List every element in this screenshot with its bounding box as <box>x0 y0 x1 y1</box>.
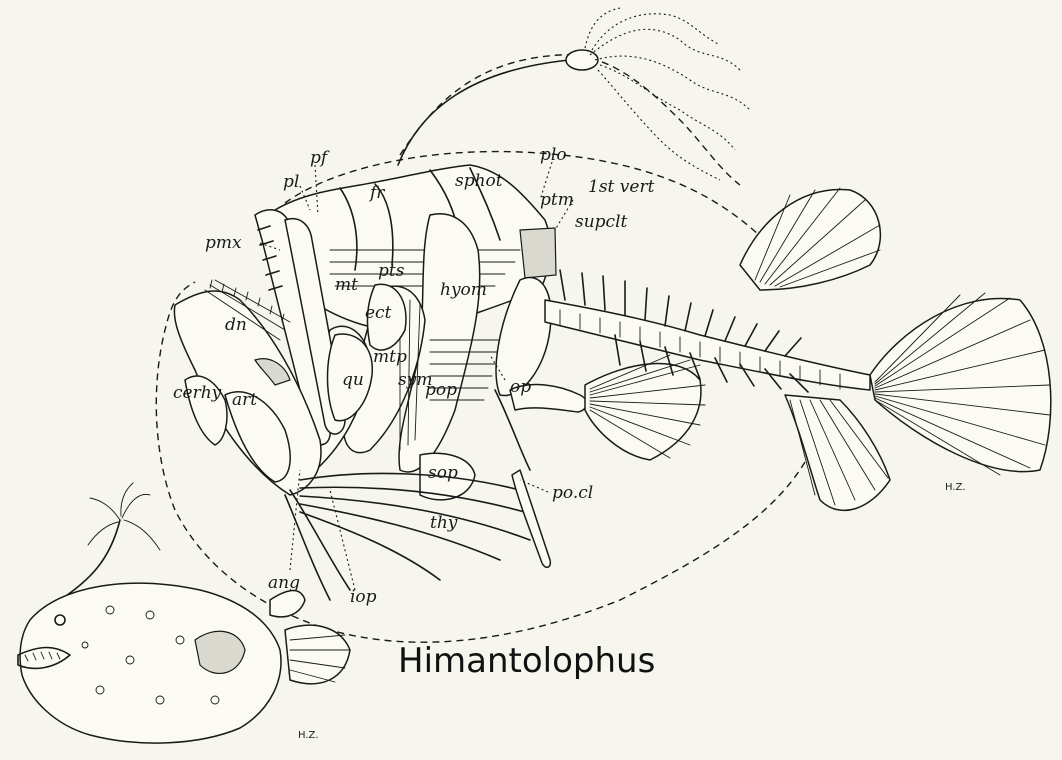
label-supclt: supclt <box>575 212 628 232</box>
label-ptm: ptm <box>540 190 574 210</box>
label-pocl: po.cl <box>552 483 593 503</box>
label-pmx: pmx <box>205 233 242 253</box>
label-first-vert: 1st vert <box>588 177 655 197</box>
pectoral-fin <box>585 355 705 460</box>
label-pop: pop <box>425 380 457 400</box>
label-ect: ect <box>365 303 392 323</box>
dorsal-fin <box>740 188 880 290</box>
postcleithrum <box>512 470 550 567</box>
vertebral-column <box>545 270 870 392</box>
label-pts: pts <box>378 261 405 281</box>
label-iop: iop <box>350 587 377 607</box>
artist-signature-sketch: H.Z. <box>298 730 319 741</box>
label-cerhy: cerhy <box>173 383 222 403</box>
label-qu: qu <box>342 370 364 390</box>
illicium-outline <box>400 55 740 185</box>
label-hyom: hyom <box>440 280 487 300</box>
label-art: art <box>232 390 257 410</box>
label-dn: dn <box>225 315 247 335</box>
esca-filaments <box>585 8 750 180</box>
figure-title: Himantolophus <box>398 641 655 681</box>
label-op: op <box>510 377 531 397</box>
label-mt: mt <box>335 275 358 295</box>
label-pf: pf <box>310 148 330 168</box>
anglerfish-habitus-sketch <box>18 483 350 743</box>
label-pl: pl <box>283 172 299 192</box>
label-plo: plo <box>540 145 567 165</box>
label-sop: sop <box>428 463 458 483</box>
label-mtp: mtp <box>373 347 407 367</box>
label-thy: thy <box>430 513 458 533</box>
label-sphot: sphot <box>455 171 503 191</box>
anal-fin <box>785 395 890 510</box>
artist-signature-main: H.Z. <box>945 482 966 493</box>
caudal-fin <box>870 293 1051 475</box>
label-fr: fr <box>368 183 385 203</box>
branchiostegal-rays <box>285 473 535 600</box>
esca <box>566 50 598 70</box>
